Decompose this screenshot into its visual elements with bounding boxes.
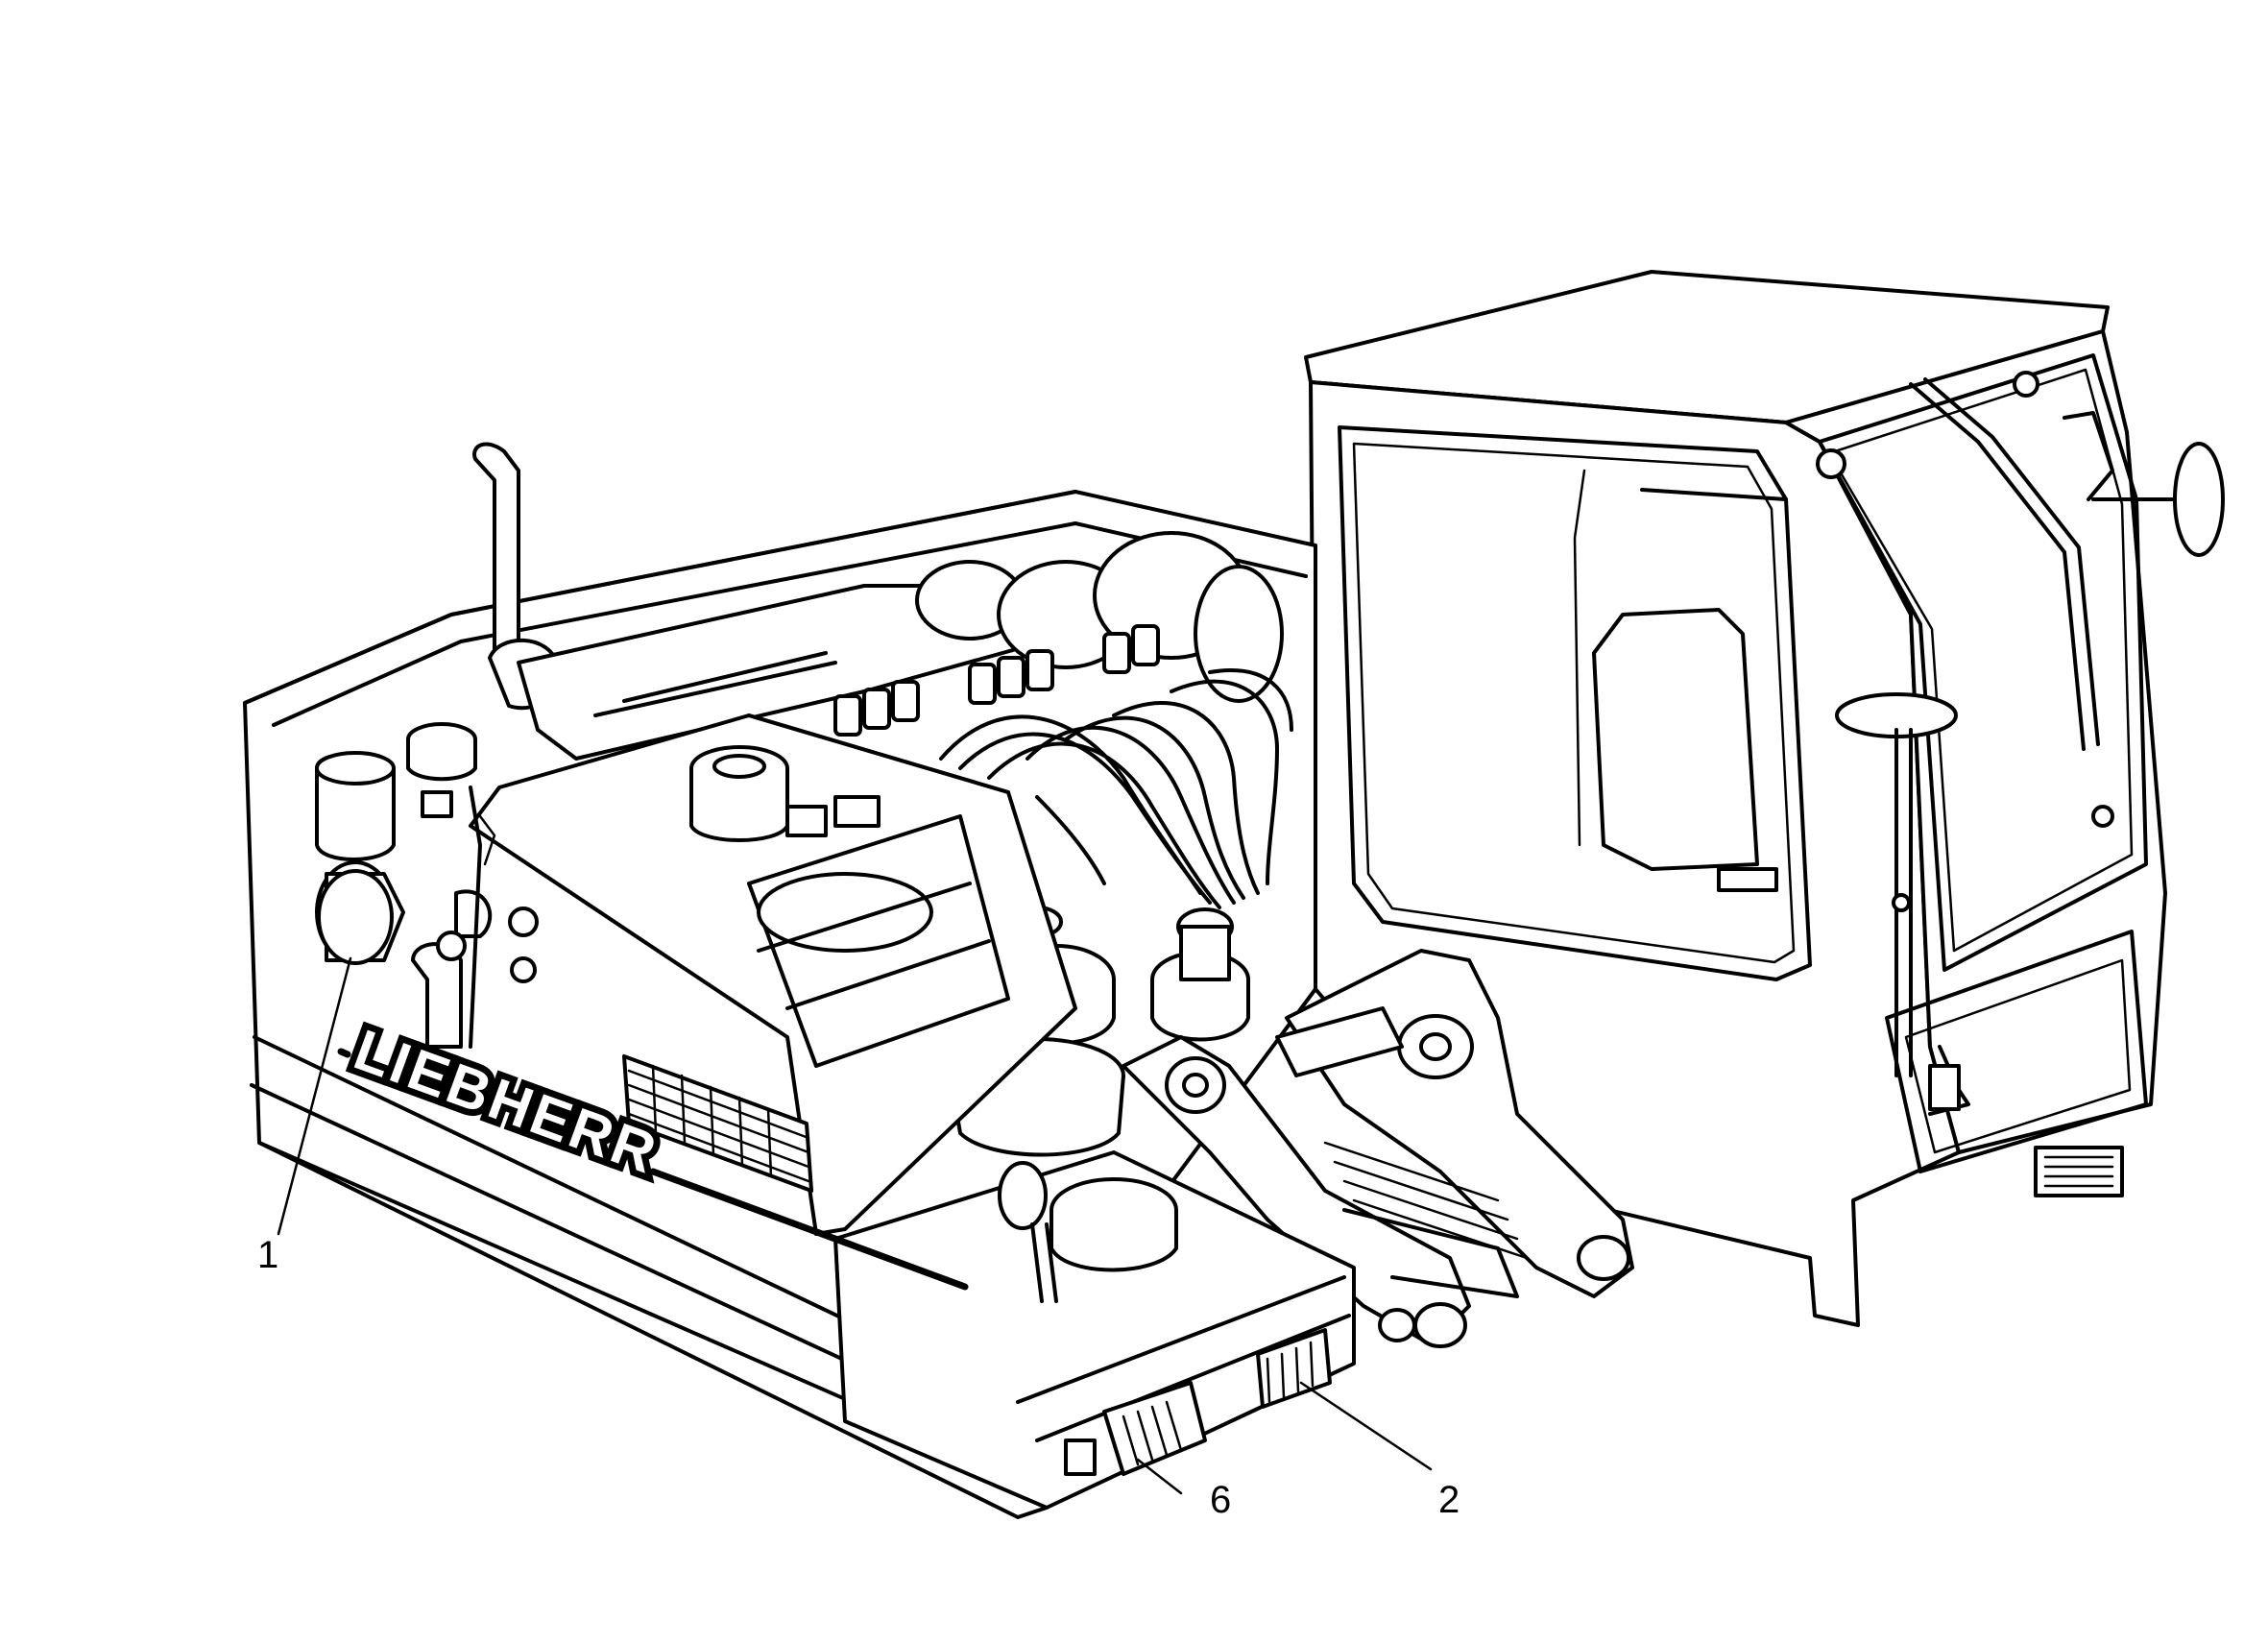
callout-6: 6 bbox=[1136, 1458, 1231, 1521]
leader-line-2 bbox=[1299, 1381, 1433, 1471]
injector-caps bbox=[833, 624, 1160, 737]
leader-line-1 bbox=[277, 956, 352, 1236]
radiator-grille-lines bbox=[627, 1064, 810, 1183]
air-filter-assembly bbox=[315, 722, 539, 1049]
callout-label-6: 6 bbox=[1210, 1479, 1231, 1521]
callout-label-1: 1 bbox=[257, 1234, 278, 1276]
leader-line-6 bbox=[1136, 1458, 1183, 1495]
callout-label-2: 2 bbox=[1438, 1479, 1460, 1521]
vent-slats bbox=[1266, 1341, 1315, 1404]
callout-1: 1 bbox=[257, 956, 352, 1276]
tail-light-lines bbox=[1122, 1400, 1183, 1466]
side-panel bbox=[469, 713, 1077, 1236]
rear-deck bbox=[833, 1150, 1356, 1510]
boom-floor-ribs bbox=[1323, 1141, 1529, 1260]
hose-bundle bbox=[939, 668, 1293, 909]
boom-foot-bracket bbox=[1122, 949, 1634, 1348]
callout-2: 2 bbox=[1299, 1381, 1460, 1521]
